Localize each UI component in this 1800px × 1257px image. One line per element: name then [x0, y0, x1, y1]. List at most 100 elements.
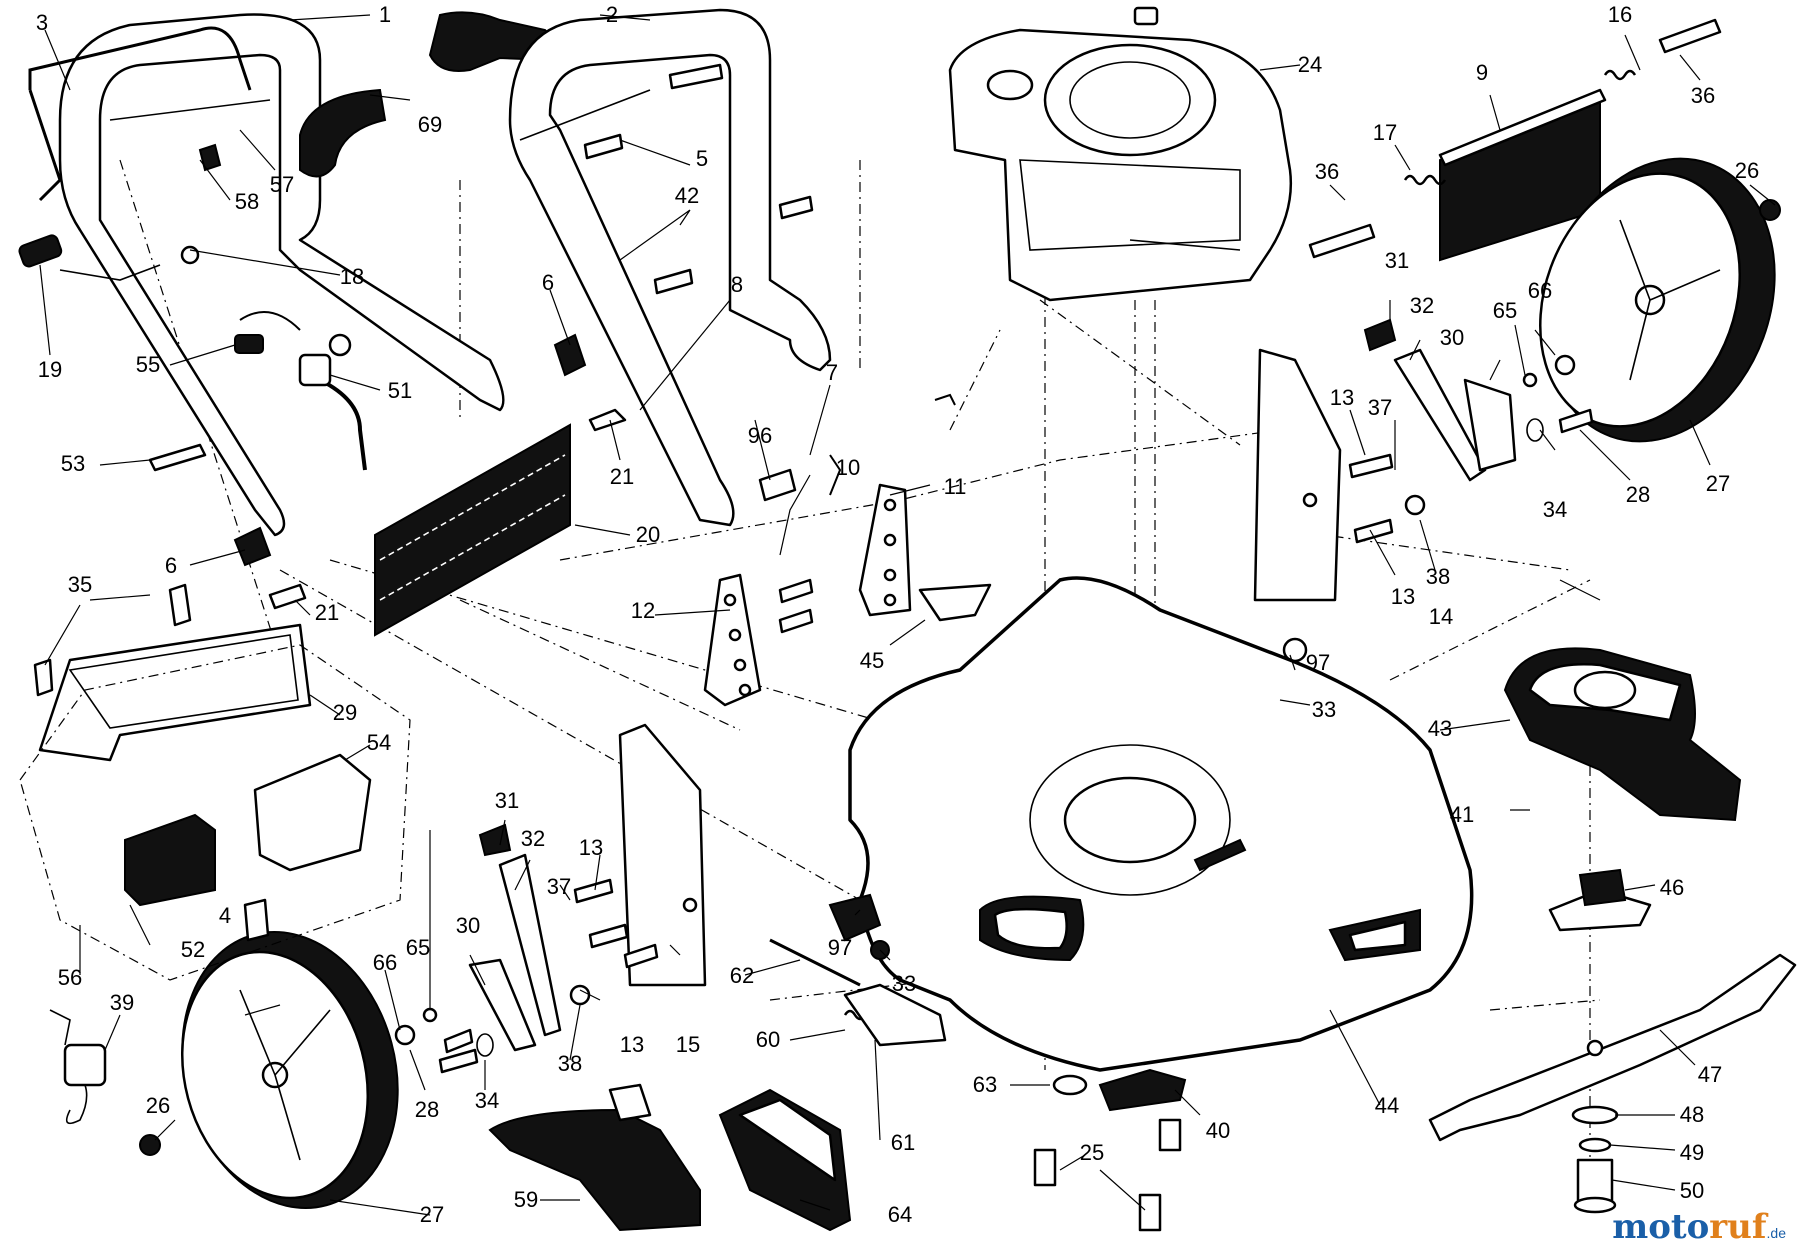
- side-discharge-deflector: [718, 1088, 852, 1232]
- callout-3: 3: [36, 10, 48, 35]
- height-adjust-plate-11: [858, 483, 912, 617]
- callout-36b: 36: [1315, 159, 1339, 184]
- brand-watermark: motoruf.de: [1612, 1207, 1786, 1247]
- callout-59: 59: [514, 1187, 538, 1212]
- deck-fasteners: [1033, 1068, 1187, 1232]
- bracket-left: [618, 723, 707, 987]
- callout-56: 56: [58, 965, 82, 990]
- callout-21a: 21: [610, 464, 634, 489]
- callout-57: 57: [270, 172, 294, 197]
- bracket-right: [1253, 348, 1342, 602]
- callout-31b: 31: [495, 788, 519, 813]
- callout-9: 9: [1476, 60, 1488, 85]
- callout-40: 40: [1206, 1118, 1230, 1143]
- callout-65b: 65: [406, 935, 430, 960]
- callout-66a: 66: [1528, 278, 1552, 303]
- callout-96: 96: [748, 423, 772, 448]
- chute-hinge-clip: [758, 393, 956, 502]
- callout-13a: 13: [1330, 385, 1354, 410]
- callout-31a: 31: [1385, 248, 1409, 273]
- callout-38a: 38: [1426, 564, 1450, 589]
- screws-35: [33, 583, 192, 697]
- callout-27a: 27: [1706, 471, 1730, 496]
- callout-30a: 30: [1440, 325, 1464, 350]
- callout-34b: 34: [475, 1088, 499, 1113]
- callout-28b: 28: [415, 1097, 439, 1122]
- handle-bail-wire: [28, 26, 252, 202]
- callout-2: 2: [606, 2, 618, 27]
- callout-34a: 34: [1543, 497, 1567, 522]
- callout-55: 55: [136, 352, 160, 377]
- callout-45: 45: [860, 648, 884, 673]
- leader-lines: [39, 14, 1776, 1216]
- callout-97a: 97: [1306, 650, 1330, 675]
- callout-16: 16: [1608, 2, 1632, 27]
- callout-46: 46: [1660, 875, 1684, 900]
- height-adjust-plate-12: [703, 573, 814, 707]
- callout-21b: 21: [315, 600, 339, 625]
- callout-44: 44: [1375, 1093, 1399, 1118]
- callout-27b: 27: [420, 1202, 444, 1227]
- lever-left: [394, 823, 659, 1074]
- callout-50: 50: [1680, 1178, 1704, 1203]
- mulch-plug: [918, 583, 992, 622]
- callout-10: 10: [836, 455, 860, 480]
- callout-33a: 33: [1312, 697, 1336, 722]
- callout-24: 24: [1298, 52, 1322, 77]
- callout-97b: 97: [828, 935, 852, 960]
- callout-64: 64: [888, 1202, 912, 1227]
- callout-18: 18: [340, 264, 364, 289]
- callout-28a: 28: [1626, 482, 1650, 507]
- callout-13c: 13: [579, 835, 603, 860]
- battery-cover: [38, 623, 312, 762]
- battery-housing: [124, 753, 372, 942]
- callout-36a: 36: [1691, 83, 1715, 108]
- charger: [49, 1009, 107, 1125]
- lever-right: [1363, 318, 1517, 482]
- blade: [1428, 953, 1797, 1142]
- mower-deck: [848, 576, 1474, 1072]
- callout-7: 7: [826, 360, 838, 385]
- watermark-brand-b: ruf: [1709, 1207, 1767, 1247]
- callout-32b: 32: [521, 826, 545, 851]
- callout-20: 20: [636, 522, 660, 547]
- rear-axle-rod: [769, 893, 947, 1047]
- callout-38b: 38: [558, 1051, 582, 1076]
- callout-25: 25: [1080, 1140, 1104, 1165]
- callout-5: 5: [696, 146, 708, 171]
- callout-48: 48: [1680, 1102, 1704, 1127]
- blade-hub: [1548, 868, 1652, 932]
- callout-52: 52: [181, 937, 205, 962]
- rear-roller-flap: [374, 423, 571, 637]
- callout-43: 43: [1428, 716, 1452, 741]
- callout-35: 35: [68, 572, 92, 597]
- callout-8: 8: [731, 272, 743, 297]
- watermark-suffix: .de: [1766, 1225, 1786, 1241]
- callout-17: 17: [1373, 120, 1397, 145]
- callout-41: 41: [1450, 802, 1474, 827]
- callout-51: 51: [388, 378, 412, 403]
- handle-upper-right: [508, 8, 832, 527]
- handle-upper-left: [58, 13, 505, 537]
- control-cable: [18, 143, 367, 472]
- callout-47: 47: [1698, 1062, 1722, 1087]
- callout-30b: 30: [456, 913, 480, 938]
- callout-11: 11: [944, 474, 967, 499]
- callout-6b: 6: [165, 553, 177, 578]
- watermark-brand-a: moto: [1612, 1207, 1710, 1247]
- engine: [948, 6, 1293, 302]
- callout-53: 53: [61, 451, 85, 476]
- callout-26a: 26: [1735, 158, 1759, 183]
- callout-60: 60: [756, 1027, 780, 1052]
- callout-62: 62: [730, 963, 754, 988]
- callout-37a: 37: [1368, 395, 1392, 420]
- callout-14: 14: [1429, 604, 1453, 629]
- callout-4: 4: [219, 903, 231, 928]
- callout-54: 54: [367, 730, 391, 755]
- callout-63: 63: [973, 1072, 997, 1097]
- callout-39: 39: [110, 990, 134, 1015]
- battery-kit-outline: [19, 644, 411, 981]
- discharge-chute: [488, 1083, 701, 1232]
- callout-37b: 37: [547, 874, 571, 899]
